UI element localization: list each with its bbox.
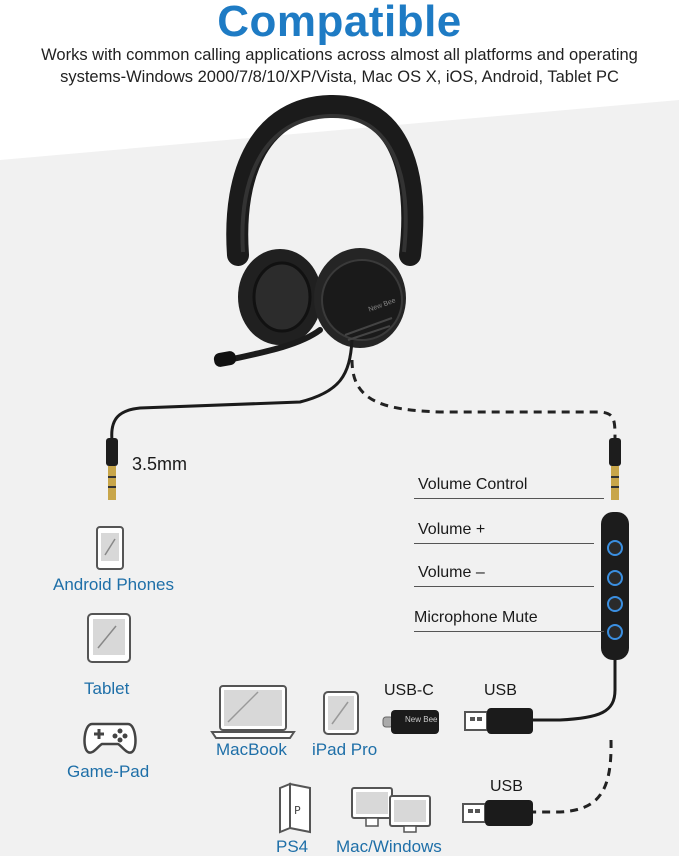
ps4-icon: P	[279, 782, 311, 834]
mic-mute-line	[414, 631, 604, 632]
tablet-icon	[87, 613, 131, 663]
device-label-mac-windows: Mac/Windows	[336, 837, 442, 856]
gamepad-icon	[83, 722, 137, 754]
adapter-brand: New Bee	[405, 715, 438, 724]
page-title: Compatible	[217, 0, 462, 46]
volume-up-label: Volume +	[418, 521, 486, 538]
usb-c-label: USB-C	[384, 682, 434, 699]
device-label-gamepad: Game-Pad	[67, 762, 150, 781]
device-label-ipad: iPad Pro	[312, 740, 378, 759]
desktop-computer-icon	[351, 787, 431, 833]
svg-text:P: P	[294, 804, 301, 817]
macbook-icon	[210, 685, 296, 739]
usb-top-label: USB	[484, 682, 517, 699]
volume-control-line	[414, 498, 604, 499]
device-label-tablet: Tablet	[84, 679, 130, 698]
ipad-icon	[323, 691, 359, 735]
device-label-ps4: PS4	[276, 837, 309, 856]
device-label-macbook: MacBook	[216, 740, 287, 759]
jack-label: 3.5mm	[132, 454, 188, 474]
mic-mute-label: Microphone Mute	[414, 609, 538, 626]
android-phone-icon	[96, 526, 124, 570]
usb-bottom-plug-icon	[462, 800, 533, 826]
usb-top-plug-icon	[464, 708, 533, 734]
usb-bottom-label: USB	[490, 778, 523, 795]
device-label-android: Android Phones	[53, 575, 174, 594]
page-subtitle: Works with common calling applications a…	[41, 46, 638, 86]
volume-down-line	[414, 586, 594, 587]
volume-up-line	[414, 543, 594, 544]
usb-c-adapter-icon	[382, 710, 439, 734]
volume-control-label: Volume Control	[418, 476, 528, 493]
volume-down-label: Volume –	[418, 564, 485, 581]
